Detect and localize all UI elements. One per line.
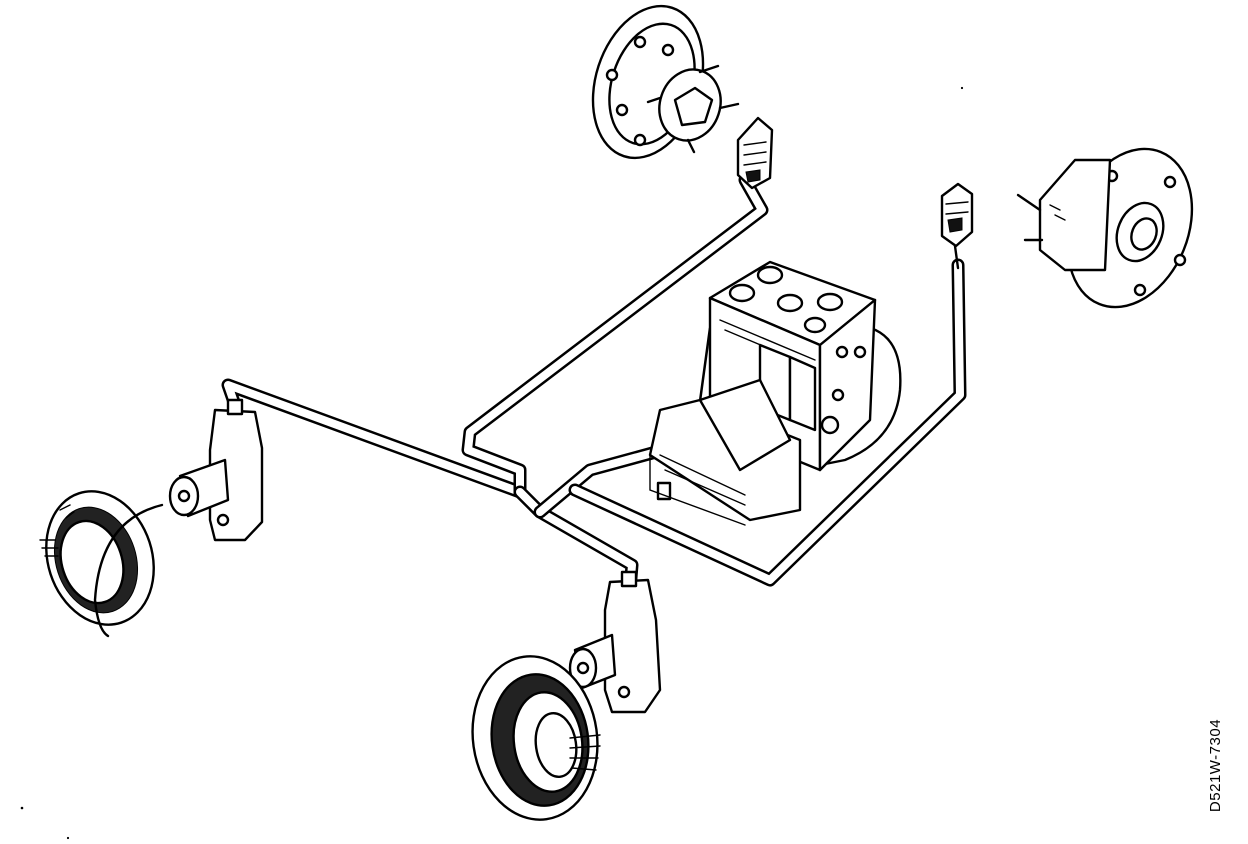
figure-code-label: D521W-7304 [1196,705,1236,825]
front-left-hub [591,4,740,160]
front-right-hub [1016,147,1194,309]
abs-hydraulic-unit [648,260,902,526]
rear-left-tone-ring [39,490,164,638]
rear-right-tone-ring [471,655,601,821]
figure-code-text: D521W-7304 [1207,718,1225,812]
rear-right-sensor [568,570,662,714]
wiring-harness [221,173,967,597]
rear-left-sensor [168,398,264,542]
front-left-sensor-connector [736,116,774,190]
front-right-sensor-connector [940,182,974,270]
scan-specks [20,86,964,840]
